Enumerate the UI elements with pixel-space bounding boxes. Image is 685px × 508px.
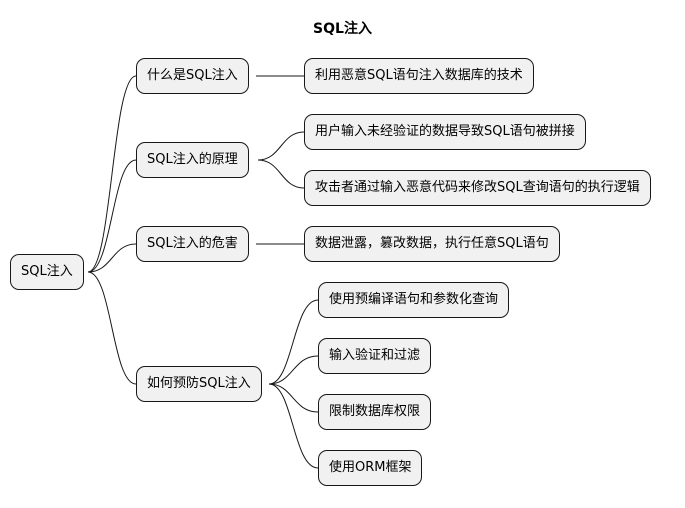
leaf-prepared-statements: 使用预编译语句和参数化查询 bbox=[318, 282, 510, 318]
branch-prevention: 如何预防SQL注入 bbox=[136, 366, 262, 402]
leaf-harm: 数据泄露，篡改数据，执行任意SQL语句 bbox=[304, 226, 560, 262]
leaf-db-permissions: 限制数据库权限 bbox=[318, 394, 432, 430]
leaf-input-validation: 输入验证和过滤 bbox=[318, 338, 432, 374]
branch-what-is: 什么是SQL注入 bbox=[136, 58, 249, 94]
root-node: SQL注入 bbox=[10, 254, 84, 290]
branch-principle: SQL注入的原理 bbox=[136, 142, 249, 178]
diagram-title: SQL注入 bbox=[313, 21, 372, 37]
leaf-orm: 使用ORM框架 bbox=[318, 450, 423, 486]
branch-harm: SQL注入的危害 bbox=[136, 226, 249, 262]
leaf-malicious-code: 攻击者通过输入恶意代码来修改SQL查询语句的执行逻辑 bbox=[304, 170, 651, 206]
leaf-unvalidated-input: 用户输入未经验证的数据导致SQL语句被拼接 bbox=[304, 114, 586, 150]
leaf-definition: 利用恶意SQL语句注入数据库的技术 bbox=[304, 58, 534, 94]
